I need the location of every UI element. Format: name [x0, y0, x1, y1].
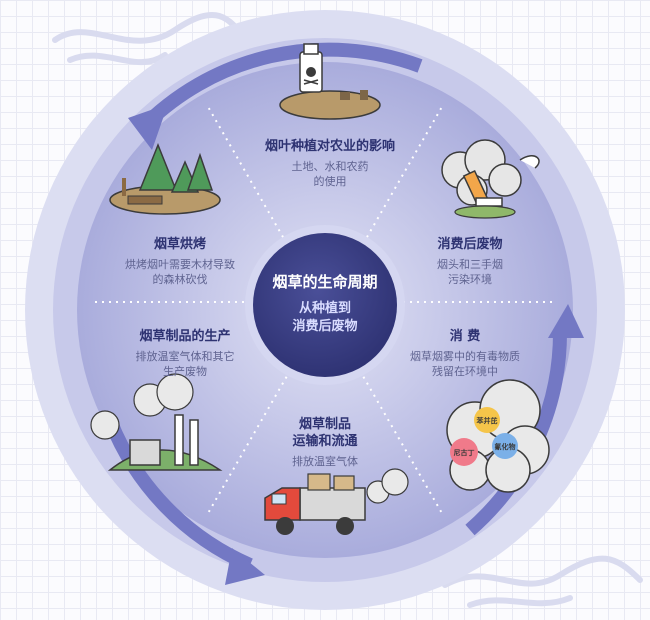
segment-consumption: 消 费 烟草烟雾中的有毒物质 残留在环境中	[390, 328, 540, 379]
segment-desc-line-1: 烟头和三手烟	[437, 258, 503, 271]
segment-desc-line-2: 生产废物	[163, 365, 207, 378]
center-circle	[253, 233, 397, 377]
poison-bottle-field-icon	[279, 43, 381, 120]
segment-desc-line-1: 烟草烟雾中的有毒物质	[410, 350, 520, 363]
segment-title: 烟草制品的生产	[139, 329, 231, 344]
smoke-wisp-bottom-right-icon	[442, 555, 643, 608]
factory-smokestack-icon	[90, 373, 223, 471]
bubble-label-3: 氰化物	[495, 442, 516, 451]
segment-dividers	[95, 104, 555, 516]
center-text: 烟草的生命周期 从种植到 消费后废物	[245, 272, 405, 336]
segment-manufacturing: 烟草制品的生产 排放温室气体和其它 生产废物	[110, 328, 260, 379]
segment-desc-line-1: 排放温室气体和其它	[135, 350, 235, 363]
segment-desc-line-2: 污染环境	[448, 273, 492, 286]
segment-desc-line-2: 的森林砍伐	[152, 273, 208, 286]
bubble-benzopyrene	[474, 407, 500, 433]
bubble-nicotine	[450, 438, 478, 466]
center-title: 烟草的生命周期	[272, 273, 378, 291]
segment-post-consumption-waste: 消费后废物 烟头和三手烟 污染环境	[410, 236, 530, 287]
segment-title: 烟草烘烤	[153, 237, 206, 252]
bubble-label-2: 尼古丁	[454, 448, 475, 457]
cycle-arrow-right-head	[548, 304, 584, 338]
segment-title-line-2: 运输和流通	[292, 434, 358, 449]
toxic-smoke-cloud-icon: 苯并芘 尼古丁 氰化物	[446, 379, 550, 493]
cycle-arrow-left-head	[225, 548, 265, 585]
center-subtitle-line-2: 消费后废物	[292, 319, 358, 334]
segment-transport-distribution: 烟草制品 运输和流通 排放温室气体	[270, 416, 380, 469]
cycle-arrow-top-head	[128, 104, 168, 150]
segment-desc-line-1: 土地、水和农药	[291, 160, 369, 173]
segment-desc-line-2: 残留在环境中	[432, 365, 498, 378]
segment-curing: 烟草烘烤 烘烤烟叶需要木材导致 的森林砍伐	[105, 236, 255, 287]
segment-title: 消费后废物	[437, 237, 503, 252]
cycle-arrow-left	[103, 417, 253, 572]
smoke-wisp-top-left-icon	[52, 11, 253, 66]
deforestation-trees-icon	[109, 142, 221, 215]
cycle-arrow-top	[134, 42, 423, 135]
cigarette-butt-smoke-icon	[441, 139, 540, 219]
segment-agriculture: 烟叶种植对农业的影响 土地、水和农药 的使用	[245, 138, 415, 189]
bubble-label-1: 苯并芘	[476, 416, 498, 425]
truck-exhaust-icon	[264, 468, 409, 535]
segment-title: 烟叶种植对农业的影响	[264, 139, 395, 154]
segment-title: 消 费	[449, 329, 481, 344]
segment-desc-line-2: 的使用	[313, 175, 347, 188]
segment-desc-line-1: 烘烤烟叶需要木材导致	[125, 258, 235, 271]
segment-desc-line-1: 排放温室气体	[292, 455, 358, 468]
segment-title-line-1: 烟草制品	[298, 417, 351, 432]
center-subtitle-line-1: 从种植到	[298, 301, 351, 316]
bubble-cyanide	[492, 433, 518, 459]
